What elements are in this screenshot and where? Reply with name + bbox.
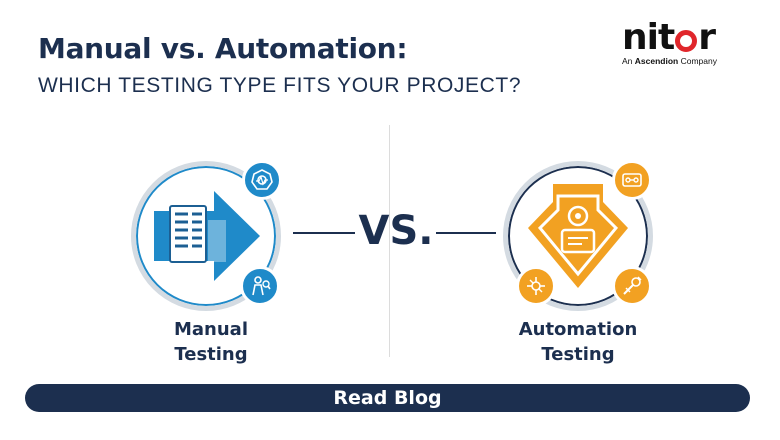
logo-tagline-suffix: Company (680, 56, 717, 66)
gear-chevron-icon (528, 184, 628, 288)
wrench-badge (612, 266, 652, 306)
settings-panel-badge (612, 160, 652, 200)
manual-testing-emblem (131, 160, 282, 311)
bug-scan-badge (242, 160, 282, 200)
logo-tagline-prefix: An (622, 56, 633, 66)
manual-testing-label-line2: Testing (174, 344, 248, 365)
automation-testing-label: Automation Testing (493, 317, 663, 367)
page-title: Manual vs. Automation: (38, 32, 408, 65)
automation-testing-emblem (503, 160, 653, 311)
person-debug-icon (252, 276, 271, 296)
robot-badge (516, 266, 556, 306)
center-divider (389, 125, 390, 357)
robot-icon (527, 277, 545, 295)
automation-testing-label-line1: Automation (518, 319, 638, 340)
logo-tagline-brand: Ascendion (634, 56, 679, 66)
logo-word-start: ni (622, 17, 659, 58)
logo-tagline: An Ascendion Company (622, 56, 738, 66)
connector-line-right (436, 232, 496, 234)
manual-testing-label: Manual Testing (131, 317, 291, 367)
person-debug-badge (240, 266, 280, 306)
bug-scan-icon (251, 169, 273, 190)
connector-line-left (293, 232, 355, 234)
manual-testing-label-line1: Manual (173, 319, 248, 340)
settings-panel-icon (622, 173, 642, 187)
logo-word-t: t (657, 17, 675, 58)
read-blog-button[interactable]: Read Blog (25, 384, 750, 412)
logo-o-ring-icon (675, 30, 698, 52)
wrench-icon (623, 276, 642, 295)
document-arrow-icon (154, 191, 260, 281)
automation-testing-label-line2: Testing (541, 344, 615, 365)
logo-word-end: r (698, 17, 716, 58)
vs-text: VS. (358, 208, 434, 254)
page-subtitle: WHICH TESTING TYPE FITS YOUR PROJECT? (38, 74, 522, 97)
